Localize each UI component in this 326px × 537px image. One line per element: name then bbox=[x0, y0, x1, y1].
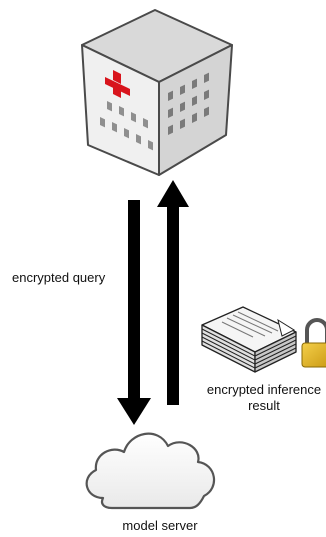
result-label-line2: result bbox=[248, 398, 280, 413]
document-stack-icon bbox=[201, 306, 297, 373]
left-windows bbox=[100, 100, 153, 151]
result-label: encrypted inference result bbox=[205, 382, 323, 414]
result-label-line1: encrypted inference bbox=[206, 382, 322, 397]
up-arrow-icon bbox=[157, 180, 189, 405]
right-windows bbox=[168, 72, 209, 135]
cloud-icon bbox=[85, 432, 215, 510]
red-cross-icon bbox=[105, 70, 130, 98]
padlock-icon bbox=[301, 318, 326, 368]
down-arrow-icon bbox=[117, 200, 151, 425]
server-label: model server bbox=[122, 518, 198, 533]
query-label: encrypted query bbox=[12, 270, 106, 285]
hospital-building-icon bbox=[81, 9, 233, 176]
